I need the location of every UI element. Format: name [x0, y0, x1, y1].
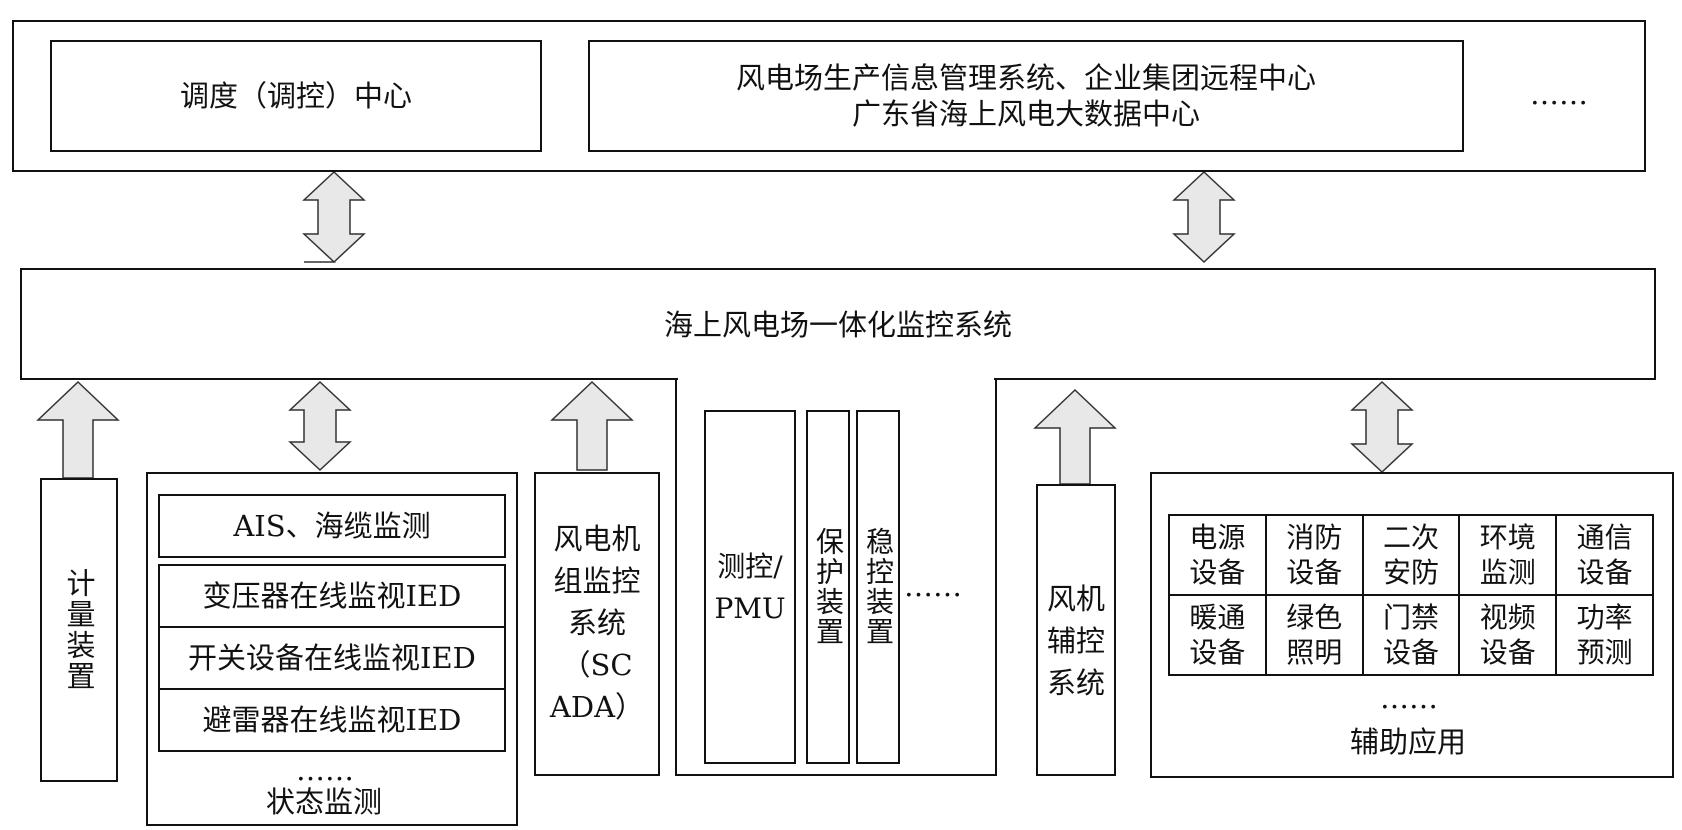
measure-pmu-label-line1: 测控/ — [717, 550, 783, 583]
measure-pmu-label-line2: PMU — [714, 592, 786, 625]
meter-device-box[interactable]: 计量装置 — [40, 478, 118, 782]
scada-label-line5: ADA） — [549, 690, 645, 724]
scada-label-line3: 系统 — [567, 606, 626, 640]
integrated-monitoring-platform[interactable]: 海上风电场一体化监控系统 — [20, 268, 1656, 380]
scada-label-line2: 组监控 — [553, 564, 641, 598]
double-arrow-dispatch — [302, 170, 366, 263]
aux-app-hvac[interactable]: 暖通 设备 — [1170, 596, 1267, 676]
aux-app-power-forecast[interactable]: 功率 预测 — [1557, 596, 1654, 676]
aux-app-power-supply[interactable]: 电源 设备 — [1170, 516, 1267, 596]
measure-pmu-box[interactable]: 测控/ PMU — [704, 410, 796, 764]
stability-control-label: 稳控装置 — [862, 527, 895, 647]
double-arrow-aux-app — [1350, 380, 1414, 474]
aux-applications-ellipsis: …… — [1380, 681, 1438, 715]
aux-applications-grid: 电源 设备 消防 设备 二次 安防 环境 监测 通信 设备 暖通 设备 绿色 照… — [1168, 514, 1654, 676]
management-system-label-line2: 广东省海上风电大数据中心 — [851, 97, 1200, 131]
condition-title: 状态监测 — [266, 785, 383, 819]
aux-app-access-control[interactable]: 门禁 设备 — [1363, 596, 1461, 676]
condition-item-label: 开关设备在线监视IED — [188, 641, 476, 675]
protection-device-box[interactable]: 保护装置 — [806, 410, 850, 764]
management-system-label-line1: 风电场生产信息管理系统、企业集团远程中心 — [735, 61, 1316, 95]
platform-label: 海上风电场一体化监控系统 — [663, 308, 1012, 342]
aux-applications-box[interactable]: 电源 设备 消防 设备 二次 安防 环境 监测 通信 设备 暖通 设备 绿色 照… — [1150, 472, 1674, 778]
condition-item-switchgear[interactable]: 开关设备在线监视IED — [158, 626, 506, 690]
double-arrow-mgmt — [1172, 170, 1236, 264]
condition-ellipsis: …… — [296, 753, 354, 787]
condition-item-arrester[interactable]: 避雷器在线监视IED — [158, 688, 506, 752]
condition-item-label: 变压器在线监视IED — [202, 579, 462, 613]
platform-bottom-right — [994, 378, 1656, 380]
dispatch-center-box[interactable]: 调度（调控）中心 — [50, 40, 542, 152]
substation-ellipsis: …… — [904, 569, 962, 603]
aux-app-secondary-security[interactable]: 二次 安防 — [1363, 516, 1461, 596]
aux-app-fire-protection[interactable]: 消防 设备 — [1266, 516, 1364, 596]
up-arrow-aux-control — [1033, 388, 1117, 485]
platform-bottom-left — [20, 378, 678, 380]
aux-control-box[interactable]: 风机 辅控 系统 — [1036, 484, 1116, 776]
dispatch-center-label: 调度（调控）中心 — [179, 79, 412, 113]
condition-item-transformer[interactable]: 变压器在线监视IED — [158, 564, 506, 628]
aux-control-label-line1: 风机 — [1046, 582, 1105, 616]
aux-app-green-lighting[interactable]: 绿色 照明 — [1266, 596, 1364, 676]
stability-control-box[interactable]: 稳控装置 — [856, 410, 900, 764]
aux-app-video[interactable]: 视频 设备 — [1460, 596, 1558, 676]
top-ellipsis: …… — [1530, 77, 1588, 111]
aux-applications-title: 辅助应用 — [1350, 725, 1467, 759]
up-arrow-meter — [36, 380, 120, 479]
aux-control-label-line2: 辅控 — [1046, 624, 1105, 658]
up-arrow-scada — [550, 380, 634, 471]
scada-label-line4: （SC — [561, 648, 633, 682]
aux-app-communication[interactable]: 通信 设备 — [1557, 516, 1654, 596]
condition-item-ais[interactable]: AIS、海缆监测 — [158, 494, 506, 558]
protection-device-label: 保护装置 — [812, 527, 845, 647]
management-system-box[interactable]: 风电场生产信息管理系统、企业集团远程中心 广东省海上风电大数据中心 — [588, 40, 1464, 152]
double-arrow-condition — [288, 380, 352, 472]
condition-item-label: AIS、海缆监测 — [233, 509, 431, 543]
scada-label-line1: 风电机 — [553, 522, 641, 556]
scada-box[interactable]: 风电机 组监控 系统 （SC ADA） — [534, 472, 660, 776]
substation-bracket — [675, 380, 997, 776]
meter-device-label: 计量装置 — [62, 568, 96, 692]
aux-app-environment-monitoring[interactable]: 环境 监测 — [1460, 516, 1558, 596]
aux-control-label-line3: 系统 — [1046, 666, 1105, 700]
condition-monitoring-box[interactable]: AIS、海缆监测 变压器在线监视IED 开关设备在线监视IED 避雷器在线监视I… — [146, 472, 518, 826]
condition-item-label: 避雷器在线监视IED — [202, 703, 462, 737]
